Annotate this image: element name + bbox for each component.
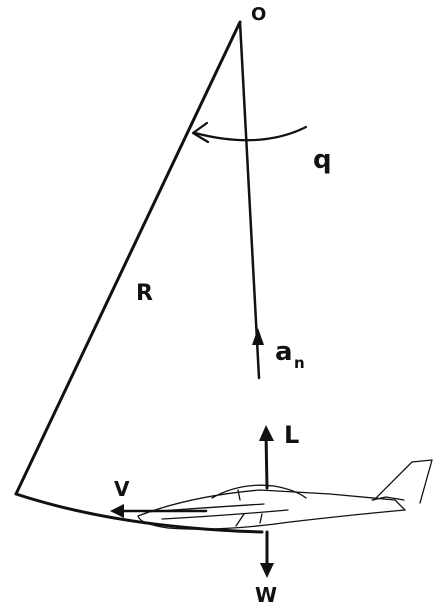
weight-arrow [260,530,274,578]
pitch-rate-arrow [191,121,308,144]
flight-path [14,492,264,534]
velocity-label: V [114,477,130,501]
normal-accel-symbol: a [275,337,293,367]
velocity-arrow [110,504,208,518]
center-line [238,20,261,380]
lift-label: L [284,421,299,449]
normal-accel-subscript: n [294,354,305,372]
normal-acceleration-arrow [252,328,264,345]
weight-label: W [255,583,277,607]
radius-label: R [136,281,153,306]
normal-accel-label: a n [275,337,305,372]
pitch-rate-label: q [313,145,332,175]
lift-arrow [259,425,274,490]
aircraft [137,459,433,530]
radius-line [14,20,242,496]
center-label: O [251,4,266,25]
